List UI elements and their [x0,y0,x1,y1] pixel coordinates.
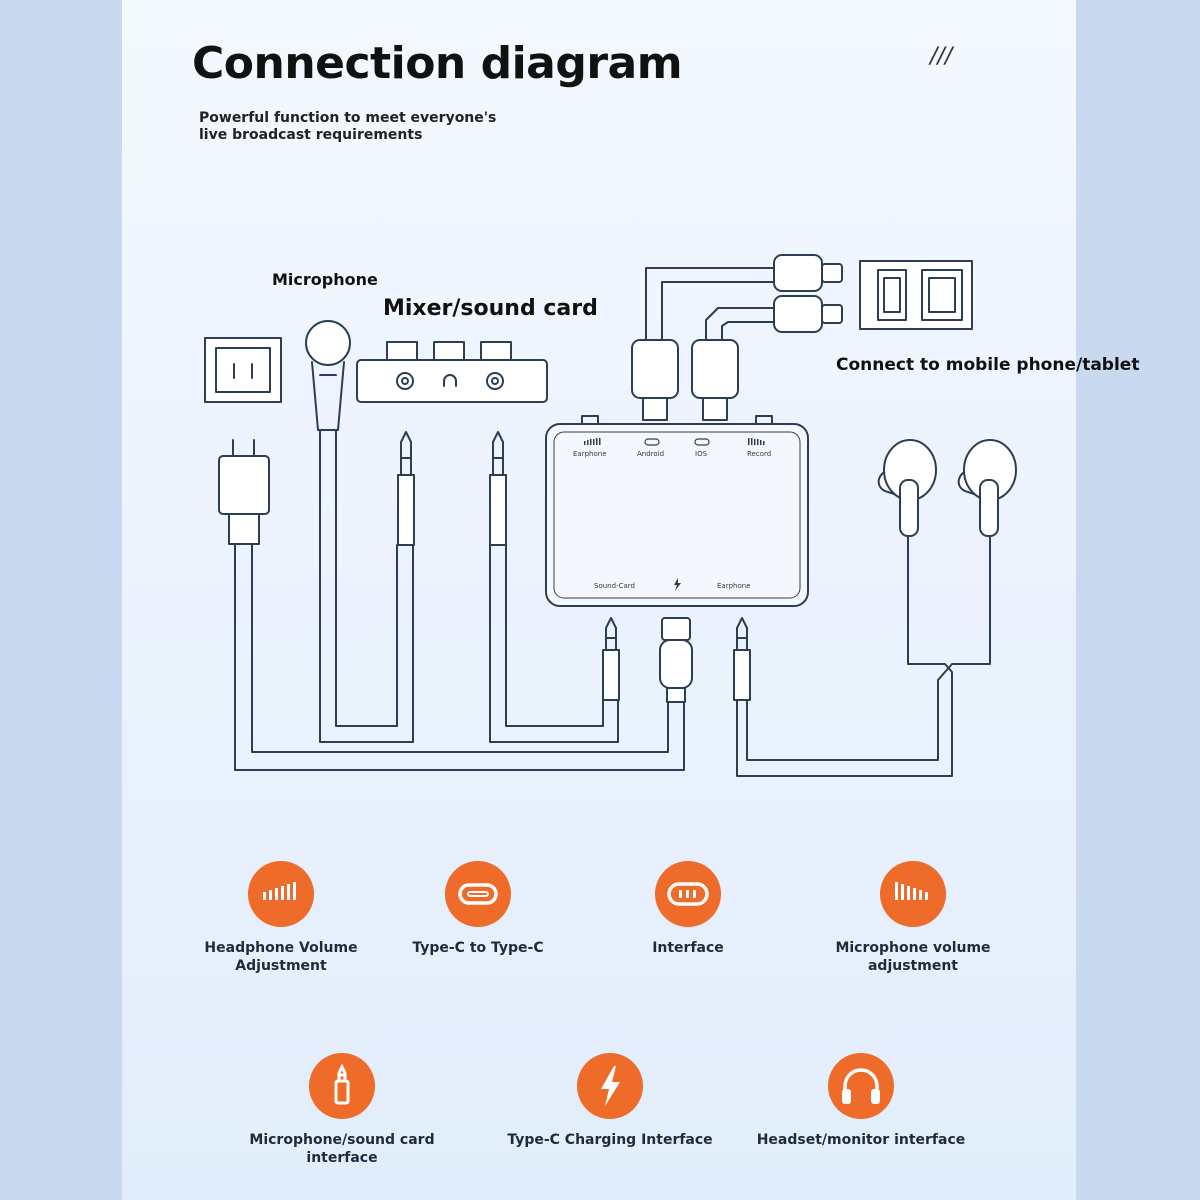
mobile-phone-label: Connect to mobile phone/tablet [836,355,1140,375]
headphones-icon [828,1053,894,1119]
feature-mic-volume: Microphone volume adjustment [803,861,1023,975]
phone-cables [631,254,843,421]
feature-caption: Microphone/sound card interface [249,1132,435,1166]
earphone-cable [733,534,991,777]
page-subtitle: Powerful function to meet everyone's liv… [199,110,497,143]
port-label-sound-card: Sound-Card [594,582,635,590]
feature-caption: Headset/monitor interface [756,1132,966,1148]
audio-jack-icon [309,1053,375,1119]
port-label-earphone: Earphone [573,450,607,458]
feature-mic-sound-card-interface: Microphone/sound card interface [232,1053,452,1167]
power-plug-cable [218,439,685,771]
lightning-bolt-icon [577,1053,643,1119]
microphone-cable [319,429,415,743]
mic-volume-bars-icon [880,861,946,927]
feature-caption: Headphone Volume Adjustment [204,940,358,974]
microphone-icon [305,320,351,431]
feature-interface: Interface [578,861,798,957]
decorative-slashes: /// [930,44,953,69]
mixer-label: Mixer/sound card [383,296,598,321]
page-title: Connection diagram [192,38,683,89]
charging-plug [659,617,693,703]
port-label-earphone-bottom: Earphone [717,582,751,590]
volume-bars-icon [248,861,314,927]
feature-caption: Interface [652,940,724,956]
earphones-icon [877,439,1017,537]
feature-headphone-volume: Headphone Volume Adjustment [171,861,391,975]
feature-caption: Microphone volume adjustment [835,940,991,974]
connection-diagram: Earphone Android IOS Record Sound-Card E… [204,254,1017,777]
mixer-sound-card-icon [356,341,548,403]
phone-tablet-icon [859,260,973,330]
feature-caption: Type-C to Type-C [412,940,544,956]
audio-interface-device [545,415,809,607]
feature-headset-monitor: Headset/monitor interface [751,1053,971,1149]
port-label-ios: IOS [695,450,708,458]
feature-type-c: Type-C to Type-C [368,861,588,957]
feature-caption: Type-C Charging Interface [507,1132,713,1148]
type-c-port-icon [445,861,511,927]
microphone-label: Microphone [272,270,378,289]
port-label-android: Android [637,450,664,458]
port-label-record: Record [747,450,771,458]
sound-card-cable [489,431,620,743]
lightning-port-icon [655,861,721,927]
feature-charging: Type-C Charging Interface [500,1053,720,1149]
power-outlet-icon [204,337,282,403]
